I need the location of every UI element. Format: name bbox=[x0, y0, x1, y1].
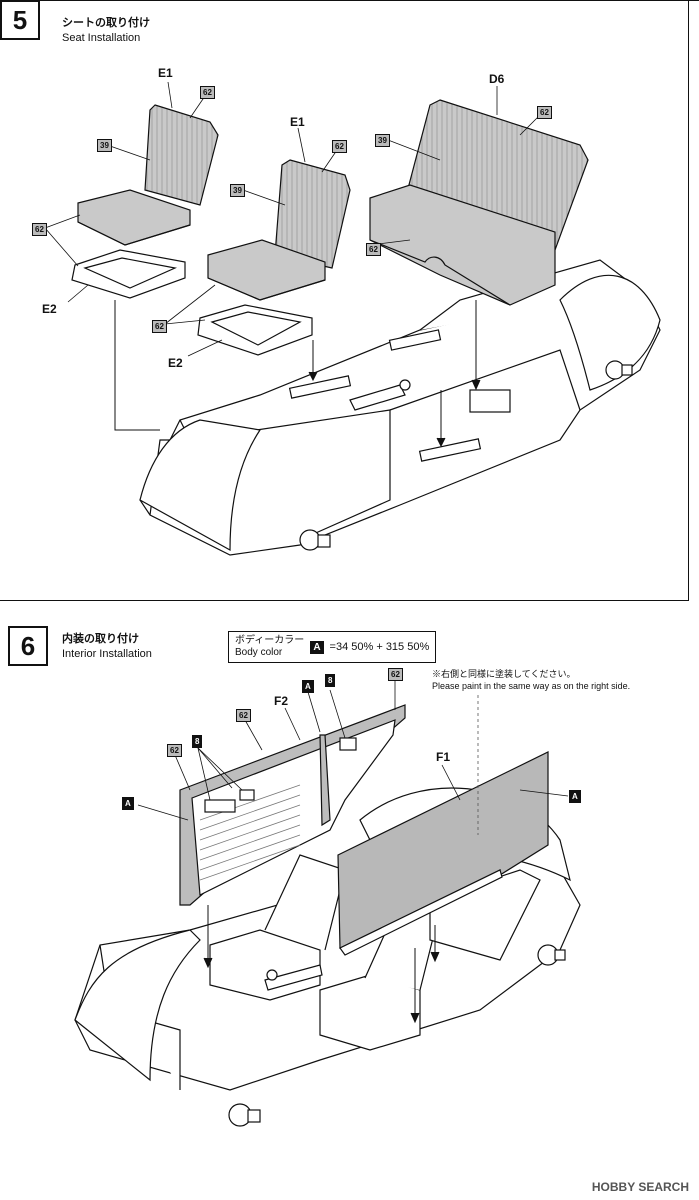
part-tag-39: 39 bbox=[97, 139, 112, 152]
part-tag-8: 8 bbox=[192, 735, 203, 748]
watermark: HOBBY SEARCH bbox=[591, 1180, 689, 1194]
step-6-title-jp: 内装の取り付け bbox=[62, 633, 139, 645]
step-5-title-en: Seat Installation bbox=[62, 32, 141, 44]
label-e1-left: E1 bbox=[158, 66, 173, 80]
part-tag-39: 39 bbox=[375, 134, 390, 147]
part-tag-62: 62 bbox=[332, 140, 347, 153]
body-color-labels: ボディーカラー Body color bbox=[235, 635, 304, 659]
label-f1: F1 bbox=[436, 750, 451, 764]
color-code-a: A bbox=[310, 640, 324, 654]
step-6-number: 6 bbox=[8, 626, 48, 666]
part-tag-62: 62 bbox=[366, 243, 381, 256]
part-tag-62: 62 bbox=[32, 223, 47, 236]
part-tag-a: A bbox=[302, 680, 314, 693]
part-tag-62: 62 bbox=[537, 106, 552, 119]
paint-note: ※右側と同様に塗装してください。 Please paint in the sam… bbox=[432, 668, 630, 692]
step-5-top-rule bbox=[0, 0, 699, 1]
step-5-number-text: 5 bbox=[12, 4, 28, 35]
step-5-bottom-rule bbox=[0, 600, 689, 601]
label-e2-mid: E2 bbox=[168, 356, 183, 370]
step-5-title-jp: シートの取り付け bbox=[62, 17, 150, 29]
label-f2: F2 bbox=[274, 694, 289, 708]
color-formula: =34 50% + 315 50% bbox=[329, 641, 430, 653]
seat-e1-mid bbox=[197, 159, 351, 356]
body-color-label-jp: ボディーカラー bbox=[235, 635, 305, 646]
step-5-right-rule bbox=[688, 0, 689, 600]
door-panel-f2 bbox=[179, 704, 406, 906]
step-5-number: 5 bbox=[0, 0, 40, 40]
part-tag-39: 39 bbox=[230, 184, 245, 197]
paint-note-jp: ※右側と同様に塗装してください。 bbox=[432, 669, 576, 679]
part-tag-62: 62 bbox=[388, 668, 403, 681]
step-5-title: シートの取り付け Seat Installation bbox=[62, 16, 150, 46]
step-6-title-en: Interior Installation bbox=[62, 648, 152, 660]
part-tag-62: 62 bbox=[200, 86, 215, 99]
chassis-step5 bbox=[139, 259, 661, 556]
paint-note-en: Please paint in the same way as on the r… bbox=[432, 681, 631, 691]
step-6-title: 内装の取り付け Interior Installation bbox=[62, 632, 152, 662]
step-6-number-text: 6 bbox=[20, 630, 36, 661]
part-tag-62: 62 bbox=[236, 709, 251, 722]
body-color-label-en: Body color bbox=[235, 647, 283, 658]
label-e1-mid: E1 bbox=[290, 115, 305, 129]
label-d6: D6 bbox=[489, 72, 505, 86]
panel-f1 bbox=[337, 751, 549, 956]
seat-e1-left bbox=[71, 104, 219, 299]
part-tag-62: 62 bbox=[152, 320, 167, 333]
label-e2-left: E2 bbox=[42, 302, 57, 316]
part-tag-8: 8 bbox=[325, 674, 336, 687]
body-color-box: ボディーカラー Body color A =34 50% + 315 50% bbox=[228, 631, 437, 663]
part-tag-62: 62 bbox=[167, 744, 182, 757]
bench-seat-d6 bbox=[369, 99, 589, 306]
part-tag-a: A bbox=[569, 790, 581, 803]
part-tag-a: A bbox=[122, 797, 134, 810]
